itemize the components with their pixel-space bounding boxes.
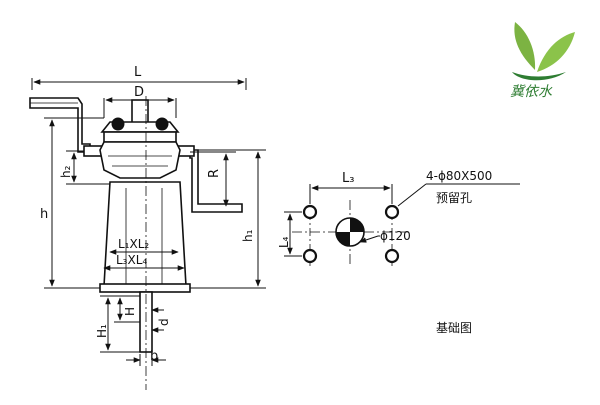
holes-spec: 4-ϕ80X500 bbox=[426, 169, 492, 183]
dim-label-H: H bbox=[123, 307, 137, 316]
logo-leaf-base bbox=[512, 72, 566, 81]
dim-label-H1: H₁ bbox=[95, 324, 109, 338]
dim-label-h: h bbox=[40, 207, 48, 222]
hole-bottom-left bbox=[302, 248, 318, 264]
logo-leaf-right bbox=[537, 32, 575, 72]
dim-label-L3xL4: L₃XL₄ bbox=[116, 253, 147, 267]
dimensions-main: L D h h₂ R h₁ L₁XL₂ L₃XL₄ bbox=[31, 65, 266, 390]
hole-top-left bbox=[302, 204, 318, 220]
company-logo: 冀依水 bbox=[510, 22, 575, 100]
foundation-caption: 基础图 bbox=[436, 321, 472, 335]
bolt-right bbox=[155, 117, 169, 131]
gear-housing bbox=[99, 141, 181, 179]
logo-leaf-left bbox=[514, 22, 536, 70]
hole-bottom-right bbox=[384, 248, 400, 264]
foundation-plan: L₃ L₄ 4-ϕ80X500 预留孔 ϕ120 基础图 bbox=[277, 169, 520, 335]
dim-label-L: L bbox=[134, 65, 142, 80]
plan-label-L3: L₃ bbox=[342, 171, 354, 186]
dim-label-b: b bbox=[150, 349, 158, 364]
pedestal bbox=[103, 181, 187, 287]
dim-label-d: d bbox=[157, 318, 171, 326]
dim-label-h2: h₂ bbox=[59, 165, 73, 178]
center-hole-spec: ϕ120 bbox=[380, 229, 411, 243]
plan-label-L4: L₄ bbox=[277, 236, 291, 248]
dim-label-D: D bbox=[134, 85, 144, 100]
logo-text: 冀依水 bbox=[510, 84, 553, 100]
left-handle bbox=[29, 97, 91, 153]
dim-label-L1xL2: L₁XL₂ bbox=[118, 237, 149, 251]
base-plate bbox=[99, 283, 191, 293]
hole-top-right bbox=[384, 204, 400, 220]
right-handle bbox=[189, 149, 243, 213]
holes-note: 预留孔 bbox=[436, 191, 472, 205]
bolt-left bbox=[111, 117, 125, 131]
dim-label-R: R bbox=[207, 169, 222, 178]
dim-label-h1: h₁ bbox=[241, 229, 255, 242]
hoist-machine bbox=[29, 97, 243, 353]
